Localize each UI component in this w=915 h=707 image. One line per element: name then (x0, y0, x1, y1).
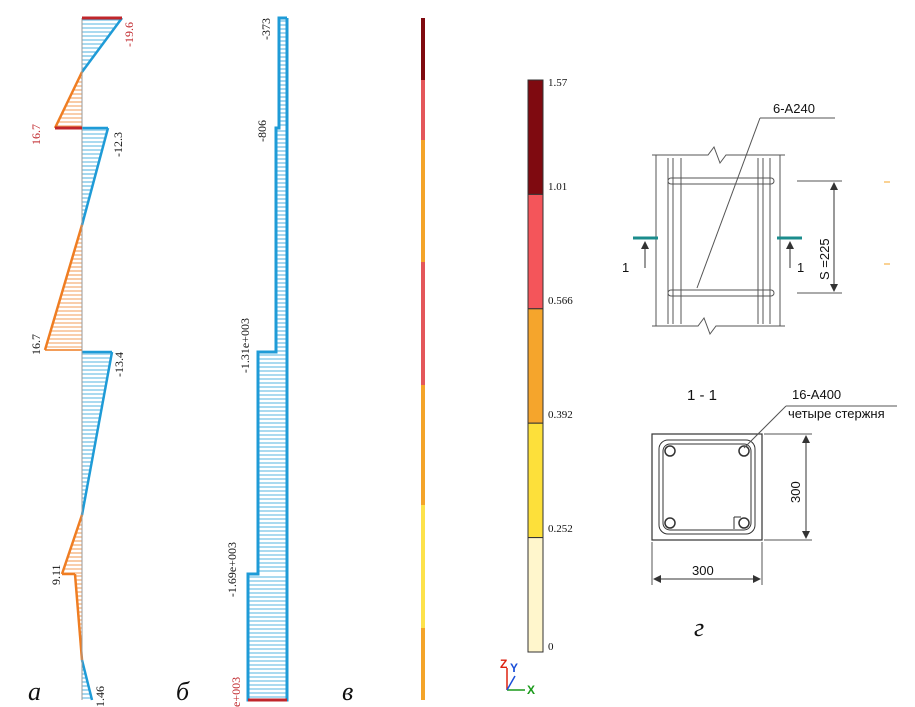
strip-segment (421, 385, 425, 505)
strip-segment (421, 80, 425, 140)
moment-diagram-panel: -19.6 16.7 -12.3 16.7 -13.4 9.11 1.46 а (28, 16, 136, 707)
column-elevation-drawing: 6-А240 S =225 1 1 (622, 101, 890, 336)
moment-diagram-segment (73, 573, 84, 661)
section-outline (651, 433, 763, 541)
bottom-break-line (652, 316, 785, 336)
panel-letter-a: а (28, 677, 41, 706)
rebar-corner (664, 517, 676, 529)
panel-letter-b: б (176, 677, 190, 706)
axial-label-bottom: e+003 (229, 677, 243, 707)
legend-tick-label: 1.01 (548, 181, 567, 193)
legend-band (527, 422, 544, 539)
moment-label-left-lower: 9.11 (49, 564, 63, 585)
stirrup-outer (658, 439, 756, 535)
stirrup-inner (662, 443, 752, 531)
moment-label-mid-upper: -12.3 (111, 132, 125, 157)
axial-force-panel: -373 -806 -1.31e+003 -1.69e+003 e+003 б (176, 16, 289, 707)
axial-label-top: -373 (259, 18, 273, 40)
strip-segment (421, 505, 425, 628)
column-cross-section-drawing: 1 - 1 16-А400 четыре стержня 300 300 г (651, 387, 897, 642)
utilization-color-strip (421, 18, 425, 700)
legend-band (527, 308, 544, 424)
panel-letter-c: в (342, 677, 353, 706)
color-scale-legend: 1.57 1.01 0.566 0.392 0.252 0 (527, 77, 573, 653)
stirrup-label: 6-А240 (773, 101, 815, 116)
strip-segment (421, 628, 425, 700)
rebar-corner (738, 445, 750, 457)
legend-tick-label: 0.392 (548, 409, 573, 421)
legend-tick-label: 0.252 (548, 523, 573, 535)
section-title: 1 - 1 (687, 387, 717, 404)
moment-label-top: -19.6 (122, 22, 136, 47)
moment-label-left-upper: 16.7 (29, 124, 43, 145)
width-dimension-label: 300 (692, 563, 714, 578)
stirrup (667, 289, 775, 297)
strip-segment (421, 140, 425, 262)
moment-diagram-segment (80, 127, 110, 226)
legend-band (527, 537, 544, 653)
rebar-corner (738, 517, 750, 529)
stirrup-leader-line (696, 117, 761, 289)
legend-frame (527, 79, 544, 653)
rebar-corner (664, 445, 676, 457)
moment-label-bottom: 1.46 (93, 686, 107, 707)
legend-tick-label: 0.566 (548, 295, 573, 307)
z-axis-label: Z (500, 657, 507, 671)
rebar-label: 16-А400 (792, 387, 841, 402)
moment-diagram-segment (43, 224, 84, 351)
height-dimension-label: 300 (788, 481, 803, 503)
rebar-leader-line (743, 405, 787, 449)
y-axis-line (506, 675, 516, 691)
moment-label-left-mid: 16.7 (29, 334, 43, 355)
moment-diagram-segment (60, 514, 84, 575)
legend-color-bands (527, 79, 544, 653)
stirrup (667, 177, 775, 185)
legend-tick-label: 0 (548, 641, 554, 653)
x-axis-label: X (527, 683, 535, 697)
rebar-note: четыре стержня (788, 406, 885, 421)
top-break-line (652, 145, 785, 165)
legend-band (527, 79, 544, 195)
axial-label-fourth: -1.69e+003 (225, 542, 239, 597)
moment-diagram-segment (80, 17, 124, 73)
strip-segment (421, 18, 425, 80)
axial-force-hatching (248, 20, 287, 698)
legend-tick-labels: 1.57 1.01 0.566 0.392 0.252 0 (548, 77, 573, 653)
axis-triad: Z Y X (500, 657, 535, 697)
moment-diagram-segment (53, 71, 84, 129)
axial-label-second: -806 (255, 120, 269, 142)
utilization-strip-panel: в (342, 18, 425, 706)
stirrup-hook (733, 516, 741, 529)
section-mark-right: 1 (797, 260, 804, 275)
moment-diagram-outline (43, 17, 124, 701)
strip-segment (421, 262, 425, 385)
legend-tick-label: 1.57 (548, 77, 568, 89)
legend-band (527, 193, 544, 310)
panel-letter-d: г (694, 613, 704, 642)
spacing-label: S =225 (817, 238, 832, 280)
section-mark-left: 1 (622, 260, 629, 275)
y-axis-label: Y (510, 661, 518, 675)
moment-diagram-segment (80, 351, 114, 516)
moment-diagram-segment (80, 659, 94, 701)
axial-label-third: -1.31e+003 (238, 318, 252, 373)
moment-label-mid-lower: -13.4 (112, 352, 126, 377)
